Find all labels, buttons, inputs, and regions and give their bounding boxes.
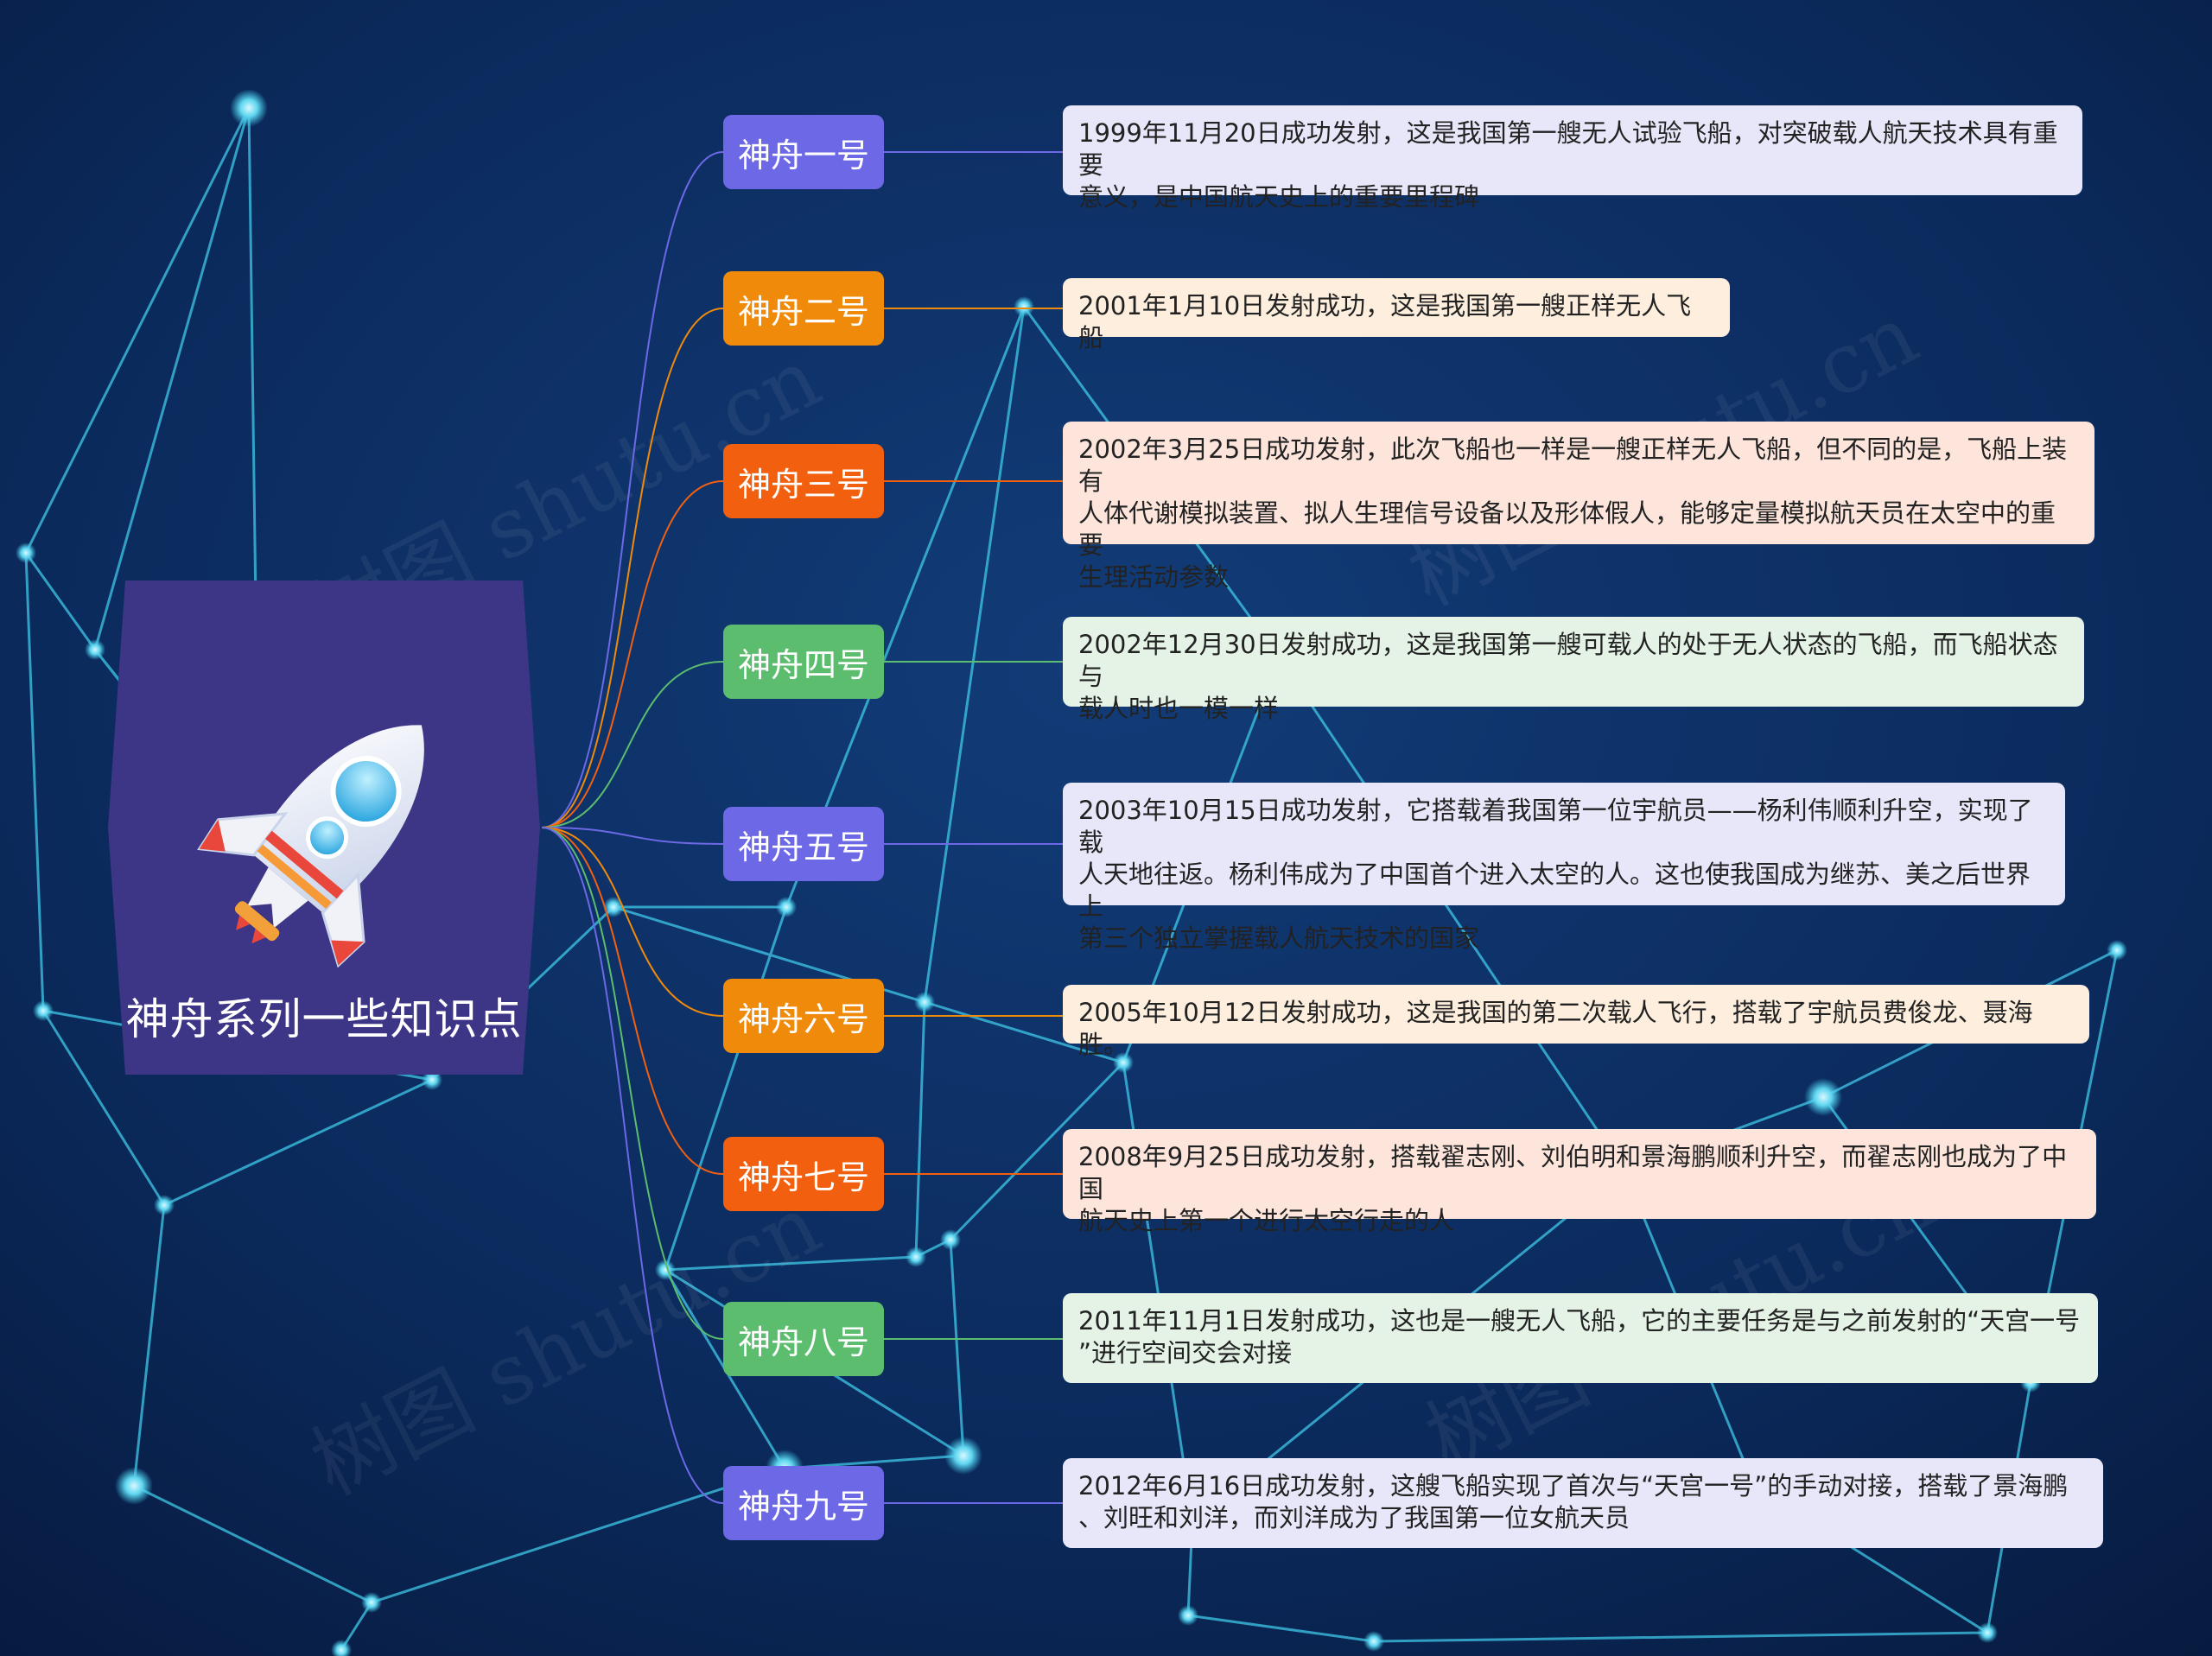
network-edge: [949, 1061, 1125, 1241]
network-node: [1363, 1631, 1384, 1652]
branch-node[interactable]: 神舟九号: [723, 1466, 884, 1540]
branch-node[interactable]: 神舟一号: [723, 115, 884, 189]
network-edge: [923, 306, 1026, 1003]
leaf-node[interactable]: 2002年3月25日成功发射，此次飞船也一样是一艘正样无人飞船，但不同的是，飞船…: [1063, 422, 2094, 592]
leaf-text: 2003年10月15日成功发射，它搭载着我国第一位宇航员——杨利伟顺利升空，实现…: [1078, 796, 2033, 953]
branch-connector: [541, 827, 724, 1017]
network-node: [422, 1069, 442, 1090]
branch-connector: [541, 827, 724, 845]
leaf-text: 2012年6月16日成功发射，这艘飞船实现了首次与“天宫一号”的手动对接，搭载了…: [1078, 1471, 2069, 1532]
network-edge: [41, 1010, 166, 1206]
network-node: [1804, 1078, 1842, 1116]
branch-connector: [541, 151, 724, 828]
network-edge: [664, 906, 788, 1271]
network-node: [85, 639, 105, 660]
branch-node[interactable]: 神舟五号: [723, 807, 884, 881]
branch-label: 神舟四号: [737, 645, 869, 684]
branch-label: 神舟六号: [737, 999, 869, 1038]
branch-label: 神舟九号: [737, 1487, 869, 1526]
network-node: [230, 89, 268, 127]
leaf-text: 2011年11月1日发射成功，这也是一艘无人飞船，它的主要任务是与之前发射的“天…: [1078, 1306, 2081, 1367]
network-node: [33, 1000, 54, 1021]
branch-node[interactable]: 神舟八号: [723, 1302, 884, 1376]
network-node: [115, 1467, 153, 1505]
branch-node[interactable]: 神舟七号: [723, 1137, 884, 1211]
branch-node[interactable]: 神舟二号: [723, 271, 884, 346]
branch-connector: [541, 661, 724, 828]
network-edge: [914, 1001, 926, 1258]
network-edge: [1277, 656, 1626, 1171]
network-edge: [24, 107, 251, 554]
network-edge: [163, 1078, 433, 1207]
branch-connector: [541, 480, 724, 828]
branch-label: 神舟八号: [737, 1323, 869, 1361]
leaf-text: 2005年10月12日发射成功，这是我国的第二次载人飞行，搭载了宇航员费俊龙、聂…: [1078, 998, 2033, 1059]
network-node: [154, 1195, 175, 1215]
network-edge: [1187, 1614, 1375, 1643]
branch-node[interactable]: 神舟六号: [723, 979, 884, 1053]
network-node: [914, 992, 935, 1012]
network-edge: [132, 1204, 166, 1487]
network-edge: [949, 1239, 965, 1456]
rocket-icon: [197, 725, 424, 968]
network-edge: [1373, 1631, 1988, 1643]
leaf-text: 2001年1月10日发射成功，这是我国第一艘正样无人飞船: [1078, 291, 1692, 352]
leaf-text: 1999年11月20日成功发射，这是我国第一艘无人试验飞船，对突破载人航天技术具…: [1078, 118, 2058, 212]
branch-connector: [541, 827, 724, 1340]
root-node[interactable]: 神舟系列一些知识点: [108, 581, 540, 1075]
branch-connector: [541, 308, 724, 828]
leaf-text: 2002年12月30日发射成功，这是我国第一艘可载人的处于无人状态的飞船，而飞船…: [1078, 630, 2058, 723]
branch-node[interactable]: 神舟四号: [723, 625, 884, 699]
network-node: [1113, 1052, 1134, 1073]
branch-node[interactable]: 神舟三号: [723, 444, 884, 518]
network-node: [1178, 1605, 1198, 1626]
network-node: [331, 1640, 352, 1656]
leaf-text: 2008年9月25日成功发射，搭载翟志刚、刘伯明和景海鹏顺利升空，而翟志刚也成为…: [1078, 1142, 2068, 1235]
leaf-node[interactable]: 2001年1月10日发射成功，这是我国第一艘正样无人飞船: [1063, 278, 1730, 352]
network-edge: [24, 552, 45, 1012]
branch-label: 神舟一号: [737, 136, 869, 174]
network-node: [16, 542, 36, 563]
network-edge: [371, 1467, 785, 1604]
leaf-text: 2002年3月25日成功发射，此次飞船也一样是一艘正样无人飞船，但不同的是，飞船…: [1078, 435, 2068, 592]
network-node: [776, 897, 797, 917]
network-node: [603, 897, 624, 917]
network-node: [940, 1229, 961, 1250]
network-edge: [93, 107, 251, 650]
leaf-node[interactable]: 2011年11月1日发射成功，这也是一艘无人飞船，它的主要任务是与之前发射的“天…: [1063, 1293, 2098, 1383]
leaf-node[interactable]: 2002年12月30日发射成功，这是我国第一艘可载人的处于无人状态的飞船，而飞船…: [1063, 617, 2084, 723]
leaf-node[interactable]: 2008年9月25日成功发射，搭载翟志刚、刘伯明和景海鹏顺利升空，而翟志刚也成为…: [1063, 1129, 2096, 1235]
network-node: [2107, 940, 2127, 961]
leaf-node[interactable]: 2012年6月16日成功发射，这艘飞船实现了首次与“天宫一号”的手动对接，搭载了…: [1063, 1458, 2103, 1548]
network-edge: [664, 1255, 917, 1272]
network-node: [1014, 296, 1034, 317]
root-title: 神舟系列一些知识点: [125, 994, 523, 1044]
branch-connector: [541, 827, 724, 1175]
leaf-node[interactable]: 2003年10月15日成功发射，它搭载着我国第一位宇航员——杨利伟顺利升空，实现…: [1063, 783, 2065, 953]
branch-label: 神舟二号: [737, 292, 869, 331]
network-node: [944, 1437, 982, 1475]
network-node: [361, 1592, 382, 1613]
branch-label: 神舟五号: [737, 828, 869, 866]
leaf-node[interactable]: 2005年10月12日发射成功，这是我国的第二次载人飞行，搭载了宇航员费俊龙、聂…: [1063, 985, 2089, 1059]
network-edge: [24, 552, 97, 650]
branch-label: 神舟三号: [737, 465, 869, 504]
branch-label: 神舟七号: [737, 1158, 869, 1196]
network-node: [1977, 1622, 1998, 1643]
network-edge: [133, 1484, 372, 1604]
branch-connector: [541, 827, 724, 1504]
network-node: [906, 1247, 926, 1267]
network-edge: [924, 1000, 1124, 1064]
leaf-node[interactable]: 1999年11月20日成功发射，这是我国第一艘无人试验飞船，对突破载人航天技术具…: [1063, 105, 2082, 212]
